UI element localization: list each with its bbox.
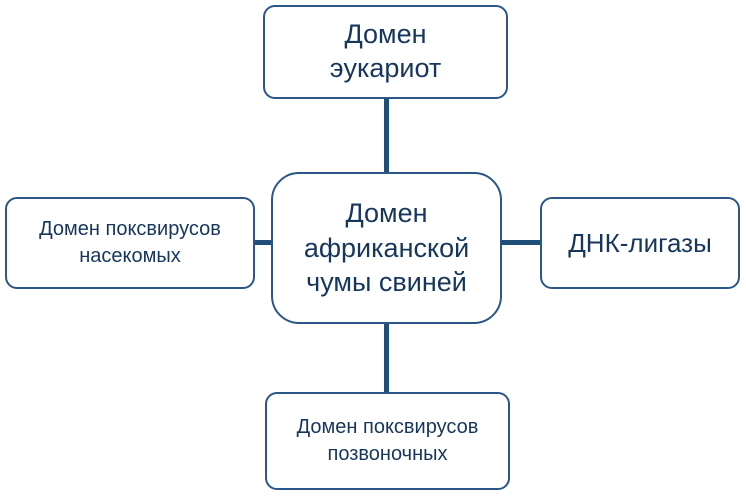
node-domain-insect-poxviruses: Домен поксвирусов насекомых <box>5 197 255 289</box>
connector-center-to-bottom <box>384 322 389 394</box>
node-dna-ligases: ДНК-лигазы <box>540 197 740 289</box>
node-domain-vertebrate-poxviruses: Домен поксвирусов позвоночных <box>265 392 510 490</box>
node-domain-african-swine-fever: Домен африканской чумы свиней <box>271 172 502 324</box>
connector-center-to-right <box>500 240 542 245</box>
connector-center-to-top <box>384 97 389 174</box>
connector-center-to-left <box>253 240 273 245</box>
node-domain-eukaryotes: Домен эукариот <box>263 5 508 99</box>
